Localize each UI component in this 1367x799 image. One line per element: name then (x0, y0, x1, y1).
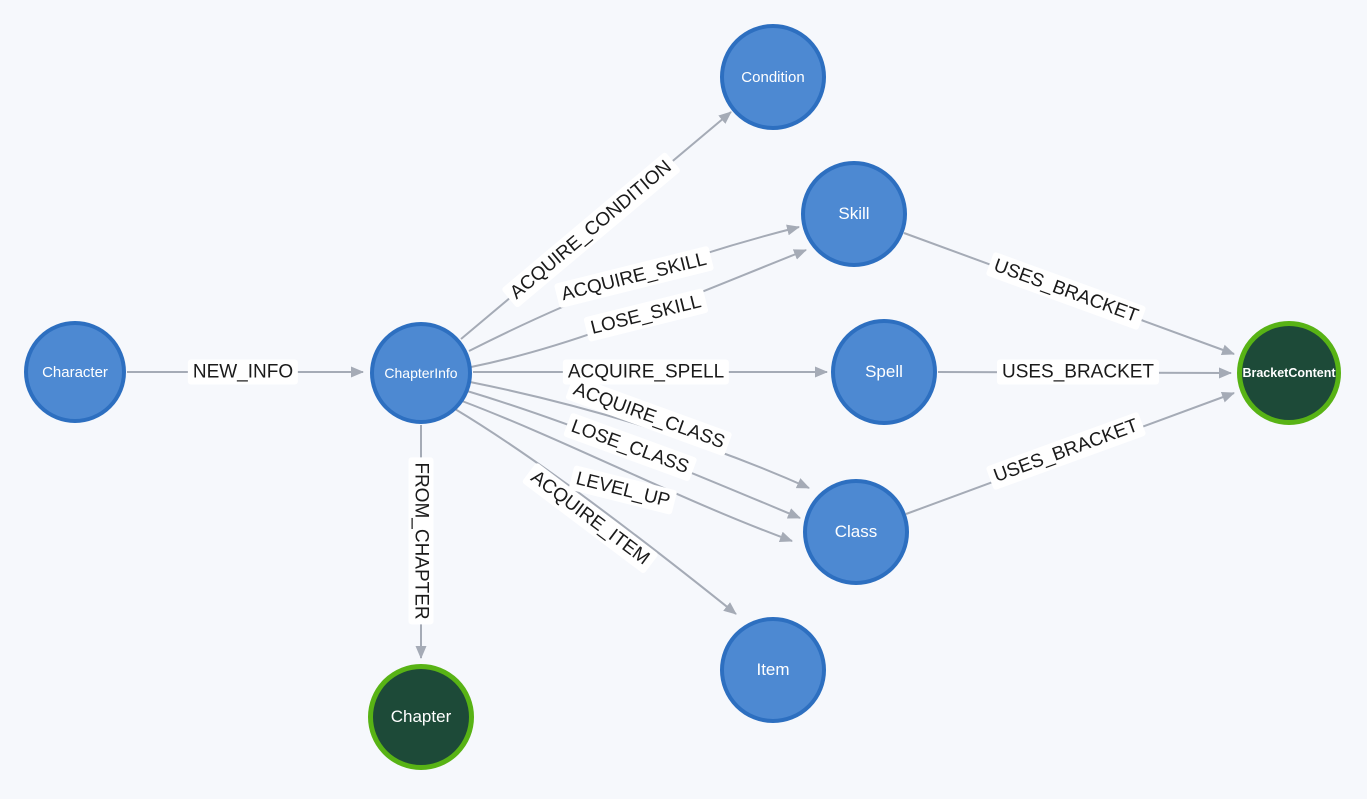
node-label-class: Class (834, 522, 878, 541)
node-bracketcontent[interactable]: BracketContent (1237, 321, 1341, 425)
node-label-item: Item (756, 660, 790, 679)
node-class[interactable]: Class (803, 479, 909, 585)
node-label-bracketcontent: BracketContent (1242, 366, 1336, 380)
node-label-character: Character (42, 363, 108, 381)
edge-label-uses-bracket-11[interactable]: USES_BRACKET (996, 359, 1160, 385)
node-label-skill: Skill (838, 204, 870, 223)
node-character[interactable]: Character (24, 321, 126, 423)
edge-acquire-class-chapterinfo-class[interactable] (469, 381, 810, 489)
node-label-chapter: Chapter (390, 707, 452, 726)
node-condition[interactable]: Condition (720, 24, 826, 130)
edge-label-from-chapter-9[interactable]: FROM_CHAPTER (408, 457, 434, 625)
edge-level-up-chapterinfo-class[interactable] (461, 400, 793, 543)
node-chapterinfo[interactable]: ChapterInfo (370, 322, 472, 424)
node-spell[interactable]: Spell (831, 319, 937, 425)
node-item[interactable]: Item (720, 617, 826, 723)
node-label-chapterinfo: ChapterInfo (384, 365, 458, 381)
node-label-condition: Condition (741, 68, 805, 86)
edge-label-acquire-spell-4[interactable]: ACQUIRE_SPELL (562, 359, 730, 385)
edge-acquire-item-chapterinfo-item[interactable] (454, 408, 737, 615)
node-skill[interactable]: Skill (801, 161, 907, 267)
edge-label-new-info-0[interactable]: NEW_INFO (187, 359, 299, 385)
node-label-spell: Spell (865, 362, 903, 381)
node-chapter[interactable]: Chapter (368, 664, 474, 770)
